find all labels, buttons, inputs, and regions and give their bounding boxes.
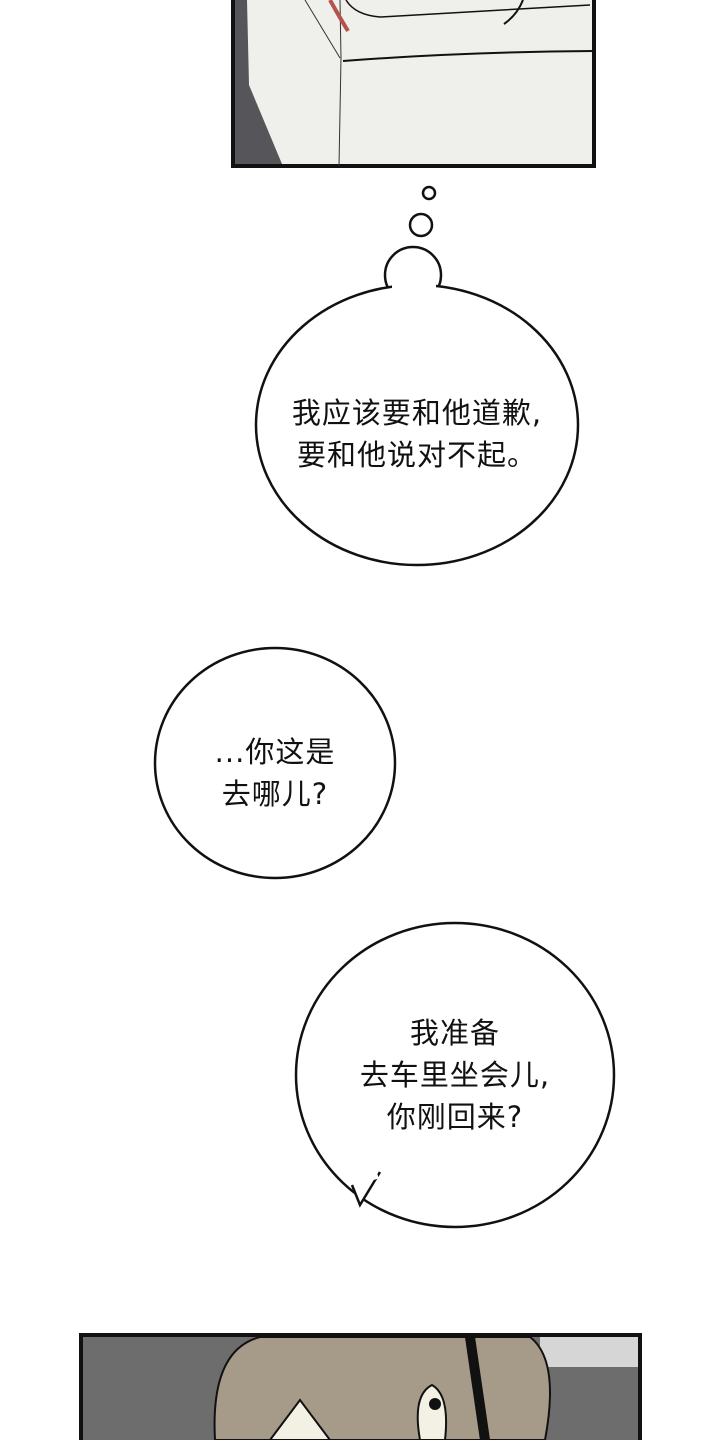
character-hair [213,1336,551,1440]
text-line: 去哪儿? [221,777,329,811]
character-ear [416,1383,448,1440]
thought-bubble-text: 我应该要和他道歉, 要和他说对不起。 [257,392,577,476]
red-stroke [328,0,350,33]
speech-bubble [294,921,616,1229]
speech-bubble-text: ...你这是 去哪儿? [155,731,395,815]
thought-bubble [254,185,580,567]
top-panel [231,0,596,168]
text-line: 要和他说对不起。 [296,438,537,472]
speech-bubble-text: 我准备 去车里坐会儿, 你刚回来? [296,1012,614,1138]
text-line: 我应该要和他道歉, [291,396,543,430]
text-line: 去车里坐会儿, [359,1058,551,1092]
bottom-panel [79,1333,642,1440]
panel-shadow [235,0,282,164]
text-line: ...你这是 [214,735,336,769]
text-line: 你刚回来? [386,1100,524,1134]
text-line: 我准备 [409,1016,500,1050]
speech-bubble [153,646,397,880]
